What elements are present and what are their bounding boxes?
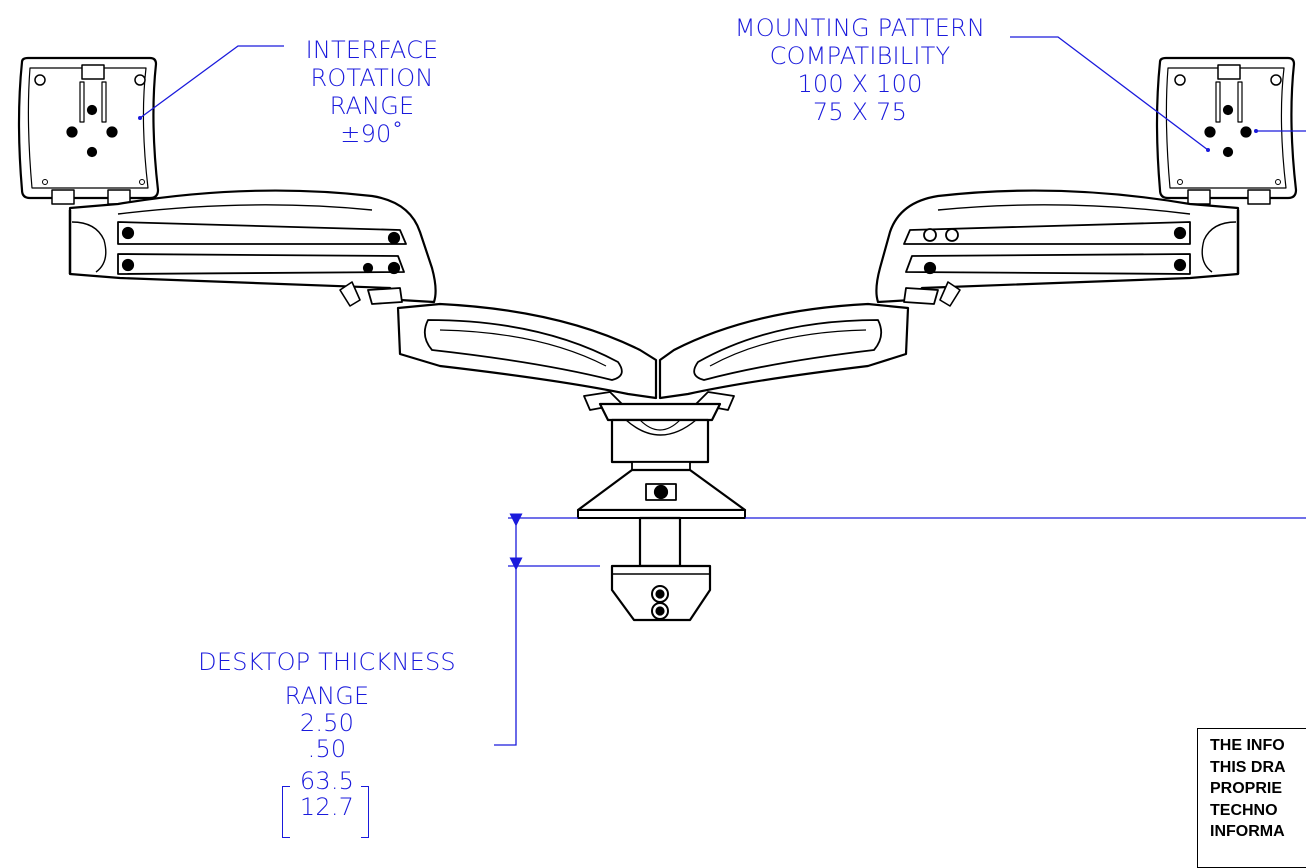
left-upper-arm bbox=[68, 189, 437, 307]
mounting-pattern-line1: MOUNTING PATTERN bbox=[734, 14, 986, 42]
notice-line3: PROPRIE bbox=[1210, 780, 1283, 797]
interface-rotation-value: ±90˚ bbox=[340, 120, 404, 148]
notice-line5: INFORMA bbox=[1210, 823, 1285, 840]
interface-rotation-line3: RANGE bbox=[329, 92, 415, 120]
mm-bracket-right bbox=[361, 786, 369, 838]
desktop-thickness-min-mm: 12.7 bbox=[299, 793, 355, 821]
leader-lines bbox=[138, 36, 1306, 746]
desktop-thickness-min-in: .50 bbox=[307, 735, 347, 763]
desktop-thickness-line2: RANGE bbox=[284, 682, 370, 710]
left-interface-plate bbox=[17, 56, 160, 205]
right-interface-plate bbox=[1155, 56, 1298, 205]
proprietary-notice: THE INFO THIS DRA PROPRIE TECHNO INFORMA bbox=[1197, 728, 1306, 868]
notice-line4: TECHNO bbox=[1210, 801, 1278, 819]
desktop-thickness-max-in: 2.50 bbox=[299, 709, 355, 737]
mm-bracket-left bbox=[282, 786, 290, 838]
notice-line2: THIS DRA bbox=[1210, 758, 1286, 776]
desktop-thickness-line1: DESKTOP THICKNESS bbox=[198, 648, 456, 676]
interface-rotation-line2: ROTATION bbox=[310, 64, 434, 92]
center-hub bbox=[576, 391, 747, 519]
right-lower-arm bbox=[658, 302, 910, 400]
notice-line1: THE INFO bbox=[1210, 737, 1285, 754]
mounting-pattern-75: 75 X 75 bbox=[812, 98, 908, 126]
interface-rotation-line1: INTERFACE bbox=[305, 36, 439, 64]
left-lower-arm bbox=[396, 302, 658, 400]
mounting-pattern-100: 100 X 100 bbox=[797, 70, 923, 98]
interface-rotation-callout: INTERFACE ROTATION RANGE ±90˚ bbox=[282, 36, 462, 148]
desktop-thickness-max-mm: 63.5 bbox=[299, 767, 355, 795]
desktop-thickness-callout: DESKTOP THICKNESS RANGE 2.50 .50 63.5 12… bbox=[172, 648, 482, 820]
right-upper-arm bbox=[875, 189, 1240, 307]
mounting-pattern-callout: MOUNTING PATTERN COMPATIBILITY 100 X 100… bbox=[700, 14, 1020, 126]
desk-clamp bbox=[610, 516, 712, 622]
mounting-pattern-line2: COMPATIBILITY bbox=[769, 42, 951, 70]
